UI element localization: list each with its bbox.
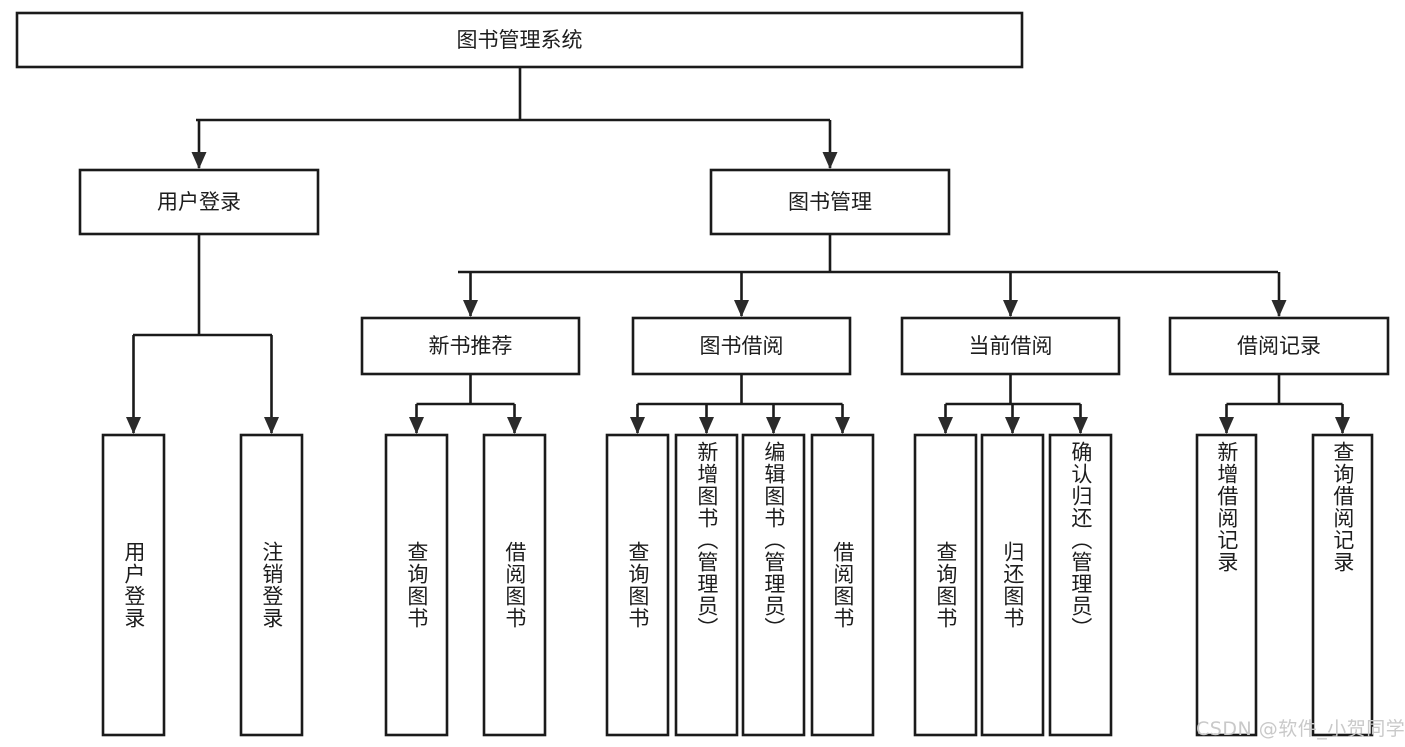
node-box-rect [980, 433, 1045, 737]
node-box-rect [384, 433, 449, 737]
arrow-head-icon [191, 152, 207, 169]
node-box-rect [1168, 316, 1390, 376]
node-box-rect [913, 433, 978, 737]
node-label-level3-3: 借阅记录 [1237, 334, 1321, 358]
node-leaf-注销登录[interactable] [239, 433, 304, 737]
arrow-head-icon [409, 417, 424, 434]
node-box-rect [709, 168, 951, 236]
node-box-rect [101, 433, 166, 737]
node-leaf-查询图书[interactable] [913, 433, 978, 737]
node-leaf-借阅图书[interactable] [482, 433, 547, 737]
arrow-head-icon [938, 417, 953, 434]
node-leaf-确认归还（管理员）[interactable] [1048, 433, 1113, 737]
arrow-head-icon [835, 417, 850, 434]
node-box-rect [631, 316, 852, 376]
arrow-head-icon [822, 152, 838, 169]
arrow-head-icon [1219, 417, 1234, 434]
node-leaf-查询图书[interactable] [605, 433, 670, 737]
node-label-level3-2: 当前借阅 [969, 334, 1053, 358]
node-leaf-借阅图书[interactable] [810, 433, 875, 737]
arrow-head-icon [507, 417, 522, 434]
arrow-head-icon [699, 417, 714, 434]
node-leaf-用户登录[interactable] [101, 433, 166, 737]
node-root-图书管理系统[interactable] [15, 11, 1024, 69]
node-leaf-新增借阅记录[interactable] [1195, 433, 1258, 737]
node-level3-借阅记录[interactable] [1168, 316, 1390, 376]
node-level2-图书管理[interactable] [709, 168, 951, 236]
node-box-rect [741, 433, 806, 737]
node-level3-当前借阅[interactable] [900, 316, 1121, 376]
arrow-head-icon [630, 417, 645, 434]
arrow-head-icon [463, 300, 478, 317]
node-box-rect [15, 11, 1024, 69]
node-box-rect [1195, 433, 1258, 737]
node-box-rect [1048, 433, 1113, 737]
arrow-head-icon [264, 417, 279, 434]
node-box-rect [900, 316, 1121, 376]
arrow-head-icon [126, 417, 141, 434]
node-leaf-编辑图书（管理员）[interactable] [741, 433, 806, 737]
node-box-rect [810, 433, 875, 737]
node-box-rect [239, 433, 304, 737]
arrow-head-icon [766, 417, 781, 434]
node-label-level2-0: 用户登录 [157, 190, 241, 214]
node-label-level3-0: 新书推荐 [429, 334, 513, 358]
node-leaf-查询图书[interactable] [384, 433, 449, 737]
node-level3-图书借阅[interactable] [631, 316, 852, 376]
arrow-head-icon [1271, 300, 1287, 317]
arrow-head-icon [734, 300, 749, 317]
node-box-rect [674, 433, 739, 737]
arrow-head-icon [1003, 300, 1018, 317]
node-leaf-归还图书[interactable] [980, 433, 1045, 737]
node-box-rect [78, 168, 320, 236]
node-leaf-新增图书（管理员）[interactable] [674, 433, 739, 737]
arrow-head-icon [1335, 417, 1350, 434]
arrow-head-icon [1005, 417, 1020, 434]
arrow-head-icon [1073, 417, 1088, 434]
node-label-level2-1: 图书管理 [788, 190, 872, 214]
node-label-level3-1: 图书借阅 [700, 334, 784, 358]
node-box-rect [605, 433, 670, 737]
node-leaf-查询借阅记录[interactable] [1311, 433, 1374, 737]
csdn-watermark: CSDN @软件_小贺同学 [1196, 718, 1405, 740]
node-box-rect [1311, 433, 1374, 737]
node-box-rect [482, 433, 547, 737]
node-label-root: 图书管理系统 [457, 28, 583, 52]
node-level2-用户登录[interactable] [78, 168, 320, 236]
